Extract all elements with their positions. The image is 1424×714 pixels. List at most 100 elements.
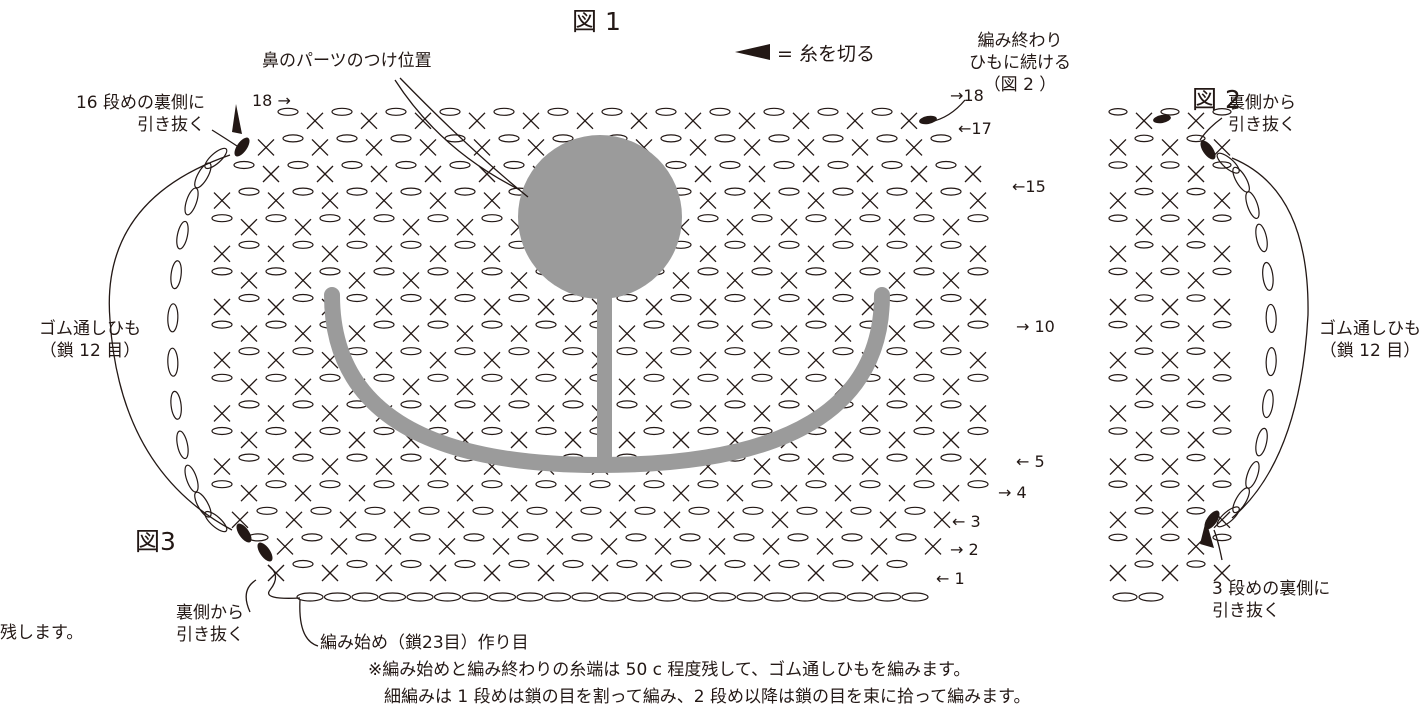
single-crochet-x-icon [306, 112, 324, 130]
chain-oval-icon [688, 506, 710, 515]
chain-oval-icon [493, 107, 515, 116]
single-crochet-x-icon [1135, 271, 1153, 289]
chain-oval-icon [373, 373, 395, 382]
single-crochet-x-icon [915, 351, 933, 369]
chain-oval-icon [1112, 592, 1138, 602]
chain-oval-icon [778, 559, 800, 569]
chain-oval-icon [282, 134, 304, 143]
chain-oval-icon [886, 187, 908, 196]
chain-oval-icon [818, 592, 847, 602]
single-crochet-x-icon [294, 218, 312, 236]
single-crochet-x-icon [762, 537, 780, 555]
chain-oval-icon [832, 240, 854, 249]
single-crochet-x-icon [1135, 165, 1153, 183]
single-crochet-x-icon [267, 298, 285, 316]
single-crochet-x-icon [699, 298, 717, 316]
chain-oval-icon [292, 453, 314, 462]
single-crochet-x-icon [900, 112, 918, 130]
chain-oval-icon [846, 592, 874, 602]
single-crochet-x-icon [780, 218, 798, 236]
chain-oval-icon [454, 400, 476, 409]
single-crochet-x-icon [1161, 298, 1179, 316]
chain-oval-icon [1160, 161, 1180, 169]
chain-oval-icon [913, 480, 935, 489]
single-crochet-x-icon [267, 192, 285, 210]
single-crochet-x-icon [1109, 511, 1127, 529]
chain-oval-icon [211, 214, 233, 223]
chain-oval-icon [660, 134, 682, 143]
chain-oval-icon [805, 320, 827, 329]
chain-oval-icon [1108, 108, 1128, 116]
chain-oval-icon [1160, 533, 1180, 542]
chain-oval-icon [670, 559, 692, 569]
chain-oval-icon [277, 107, 299, 116]
chain-oval-icon [400, 400, 422, 409]
chain-oval-icon [481, 320, 503, 329]
chain-oval-icon [481, 373, 503, 382]
single-crochet-x-icon [294, 431, 312, 449]
chain-oval-icon [724, 240, 746, 249]
single-crochet-x-icon [510, 431, 528, 449]
chain-oval-icon [643, 480, 665, 489]
chain-oval-icon [1134, 453, 1154, 462]
single-crochet-x-icon [348, 271, 366, 289]
chain-oval-icon [503, 160, 525, 170]
chain-oval-icon [665, 160, 687, 170]
single-crochet-x-icon [942, 431, 960, 449]
nose-leader-line [399, 77, 529, 198]
single-crochet-x-icon [964, 165, 982, 183]
chain-oval-icon [670, 400, 692, 409]
elastic-left-arc [108, 154, 233, 531]
single-crochet-x-icon [321, 192, 339, 210]
chain-oval-icon [805, 373, 827, 382]
single-crochet-x-icon [375, 192, 393, 210]
single-crochet-x-icon [456, 378, 474, 396]
single-crochet-x-icon [213, 192, 231, 210]
chain-oval-icon [751, 320, 773, 329]
pull-from-back-fig2-label: 裏側から 引き抜く [1228, 93, 1296, 135]
single-crochet-x-icon [1187, 431, 1205, 449]
single-crochet-x-icon [851, 138, 869, 156]
chain-oval-icon [841, 533, 863, 542]
chain-oval-icon [714, 134, 736, 143]
chain-oval-icon [763, 592, 792, 602]
single-crochet-x-icon [1109, 458, 1127, 476]
chain-oval-icon [211, 373, 233, 382]
single-crochet-x-icon [726, 484, 744, 502]
chain-oval-icon [1186, 347, 1206, 356]
slip-stitch-dot-icon [919, 115, 937, 125]
single-crochet-x-icon [546, 537, 564, 555]
single-crochet-x-icon [240, 271, 258, 289]
slip-stitch-dot-icon [1200, 140, 1216, 160]
chain-oval-icon [1108, 161, 1128, 169]
single-crochet-x-icon [915, 404, 933, 422]
chain-oval-icon [427, 214, 449, 223]
chain-oval-icon [1212, 214, 1232, 223]
chain-oval-icon [508, 293, 530, 303]
single-crochet-x-icon [753, 245, 771, 263]
chain-oval-icon [1245, 191, 1260, 220]
slip-stitch-dots [234, 114, 1220, 562]
single-crochet-x-icon [969, 298, 987, 316]
single-crochet-x-icon [1109, 138, 1127, 156]
chain-oval-icon [778, 400, 800, 409]
single-crochet-x-icon [456, 218, 474, 236]
single-crochet-x-icon [1109, 192, 1127, 210]
single-crochet-x-icon [915, 192, 933, 210]
single-crochet-x-icon [339, 511, 357, 529]
single-crochet-x-icon [870, 537, 888, 555]
chain-oval-icon [709, 107, 731, 116]
single-crochet-x-icon [609, 511, 627, 529]
single-crochet-x-icon [1135, 431, 1153, 449]
chain-oval-icon [697, 214, 719, 223]
single-crochet-x-icon [1213, 245, 1231, 263]
single-crochet-x-icon [618, 378, 636, 396]
chain-oval-icon [670, 347, 692, 356]
single-crochet-x-icon [537, 351, 555, 369]
single-crochet-x-icon [780, 271, 798, 289]
start-chain-label: 編み始め（鎖23目）作り目 [320, 633, 529, 653]
chain-oval-icon [736, 592, 764, 602]
chain-oval-icon [832, 293, 854, 303]
chain-oval-icon [1134, 560, 1154, 568]
